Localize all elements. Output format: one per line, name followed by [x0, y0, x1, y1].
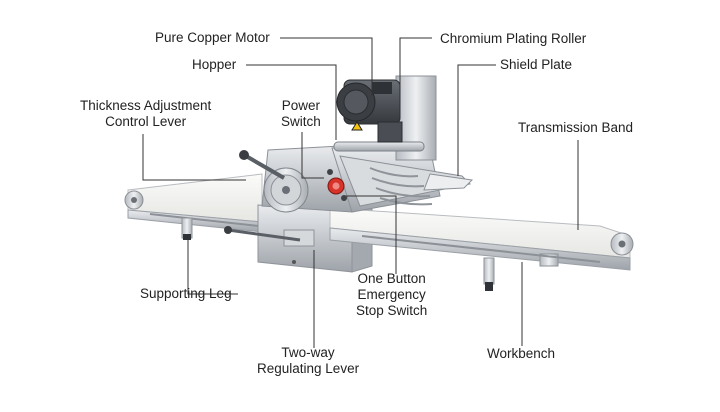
- label-two-way-line-2: Regulating Lever: [257, 361, 360, 376]
- label-chromium-plating-roller: Chromium Plating Roller: [440, 31, 587, 46]
- label-power-line-2: Switch: [281, 114, 321, 129]
- control-panel: [327, 169, 347, 201]
- label-estop-line-2: Emergency: [357, 287, 426, 302]
- label-two-way-regulating-lever: Two-way Regulating Lever: [257, 345, 359, 377]
- label-transmission-band: Transmission Band: [518, 120, 634, 135]
- label-power-switch: Power Switch: [281, 98, 321, 130]
- chromium-roller: [333, 141, 425, 152]
- label-thickness-adjustment-control-lever: Thickness Adjustment Control Lever: [80, 98, 211, 130]
- label-workbench: Workbench: [487, 346, 556, 361]
- label-power-line-1: Power: [281, 98, 321, 113]
- left-conveyor: [124, 173, 263, 233]
- label-emergency-stop-switch: One Button Emergency Stop Switch: [356, 271, 427, 319]
- label-pure-copper-motor: Pure Copper Motor: [155, 30, 270, 45]
- label-estop-line-3: Stop Switch: [356, 303, 428, 318]
- copper-motor: [336, 79, 403, 143]
- label-thickness-line-2: Control Lever: [105, 114, 187, 129]
- left-supporting-leg: [181, 217, 193, 240]
- leader-lines: [142, 37, 579, 348]
- label-thickness-line-1: Thickness Adjustment: [80, 98, 212, 113]
- label-supporting-leg: Supporting Leg: [140, 286, 232, 301]
- shield-plate-hopper: [339, 155, 474, 207]
- thickness-lever: [239, 150, 286, 180]
- right-supporting-leg: [483, 257, 495, 291]
- label-two-way-line-1: Two-way: [281, 345, 335, 360]
- label-hopper: Hopper: [192, 57, 237, 72]
- two-way-lever: [224, 226, 301, 242]
- right-conveyor: [329, 207, 634, 271]
- label-estop-line-1: One Button: [357, 271, 426, 286]
- label-shield-plate: Shield Plate: [500, 57, 573, 72]
